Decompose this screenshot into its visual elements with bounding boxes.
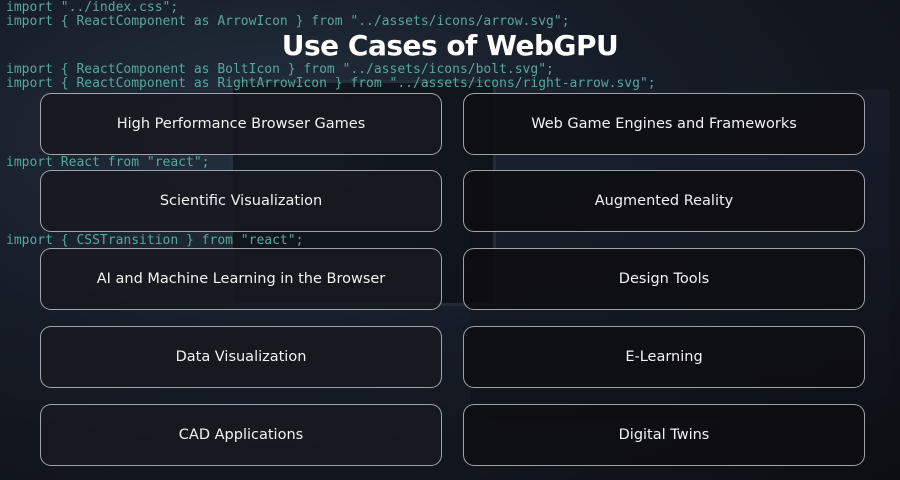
code-line: import { ReactComponent as BoltIcon } fr…: [6, 62, 554, 77]
use-case-card: Scientific Visualization: [40, 170, 442, 232]
code-line: import "../index.css";: [6, 0, 179, 15]
use-case-card: Data Visualization: [40, 326, 442, 388]
use-case-card: AI and Machine Learning in the Browser: [40, 248, 442, 310]
use-case-card: CAD Applications: [40, 404, 442, 466]
code-line: import { ReactComponent as RightArrowIco…: [6, 76, 656, 91]
use-case-card: Design Tools: [463, 248, 865, 310]
code-line: import { ReactComponent as ArrowIcon } f…: [6, 14, 570, 29]
use-case-card: Augmented Reality: [463, 170, 865, 232]
page-title: Use Cases of WebGPU: [281, 29, 619, 62]
use-case-card: Web Game Engines and Frameworks: [463, 93, 865, 155]
use-case-card: E-Learning: [463, 326, 865, 388]
code-line: import { CSSTransition } from "react";: [6, 233, 304, 248]
use-case-card: Digital Twins: [463, 404, 865, 466]
code-line: import React from "react";: [6, 155, 210, 170]
use-case-card: High Performance Browser Games: [40, 93, 442, 155]
